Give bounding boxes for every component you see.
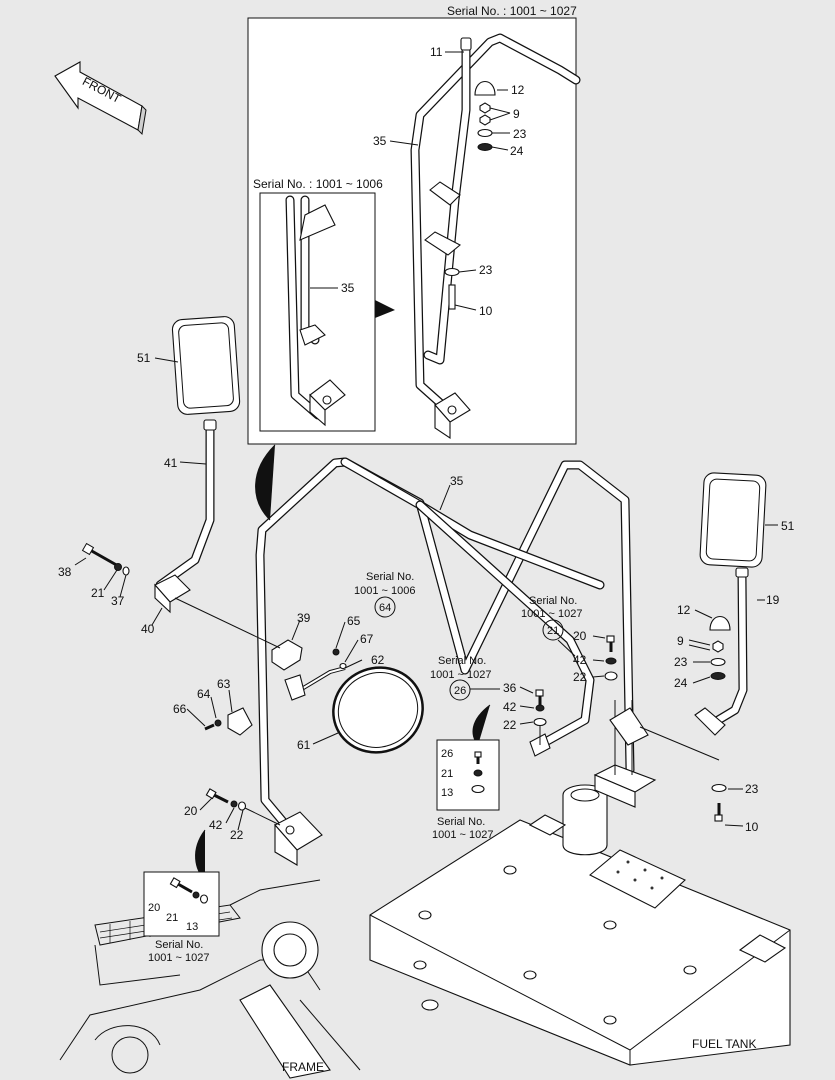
part-9-right: 9 <box>677 634 684 648</box>
circle-21 <box>542 619 564 641</box>
left-mirror-assembly <box>81 316 303 671</box>
part-36: 36 <box>503 681 517 695</box>
detail-box-mid: 26 21 13 Serial No. 1001 ~ 1027 <box>432 739 500 841</box>
detail-leader-top <box>255 444 276 521</box>
circle-26 <box>449 679 471 701</box>
part-12-top: 12 <box>511 83 525 97</box>
serial-64-1: Serial No. <box>366 571 414 583</box>
detail-leader-mid <box>472 704 491 746</box>
part-39: 39 <box>297 611 311 625</box>
serial-26-2: 1001 ~ 1027 <box>430 669 491 681</box>
part-23-right2: 23 <box>745 782 759 796</box>
frame-label: FRAME <box>282 1060 324 1074</box>
part-21-box2: 21 <box>166 912 178 924</box>
part-26-circ: 26 <box>454 685 466 697</box>
front-arrow: FRONT <box>54 61 147 136</box>
part-23-top: 23 <box>513 127 527 141</box>
part-20-mid: 20 <box>573 629 587 643</box>
leader-lines <box>74 51 778 831</box>
detail-box-left: 20 21 13 Serial No. 1001 ~ 1027 <box>143 871 220 964</box>
part-13-box2: 13 <box>186 921 198 933</box>
part-24-right: 24 <box>674 676 688 690</box>
part-51-right: 51 <box>781 519 795 533</box>
part-11: 11 <box>430 45 443 59</box>
part-42-mid: 42 <box>503 700 517 714</box>
part-labels: 11 12 9 23 24 35 35 23 10 51 41 38 21 37… <box>58 45 795 842</box>
circle-64 <box>374 596 396 618</box>
part-23-top2: 23 <box>479 263 493 277</box>
part-61: 61 <box>297 738 311 752</box>
part-35-inner: 35 <box>341 281 355 295</box>
serial-box-b-2: 1001 ~ 1027 <box>148 952 209 964</box>
part-22-right: 22 <box>573 670 587 684</box>
part-40: 40 <box>141 622 155 636</box>
part-22-left: 22 <box>230 828 244 842</box>
part-21-box: 21 <box>441 768 453 780</box>
part-20-box: 20 <box>148 902 160 914</box>
part-67: 67 <box>360 632 374 646</box>
serial-inner-box: Serial No. : 1001 ~ 1006 <box>253 177 383 191</box>
part-22-mid: 22 <box>503 718 517 732</box>
part-21-left: 21 <box>91 586 105 600</box>
right-bolt-group <box>604 635 618 681</box>
part-64: 64 <box>197 687 211 701</box>
guard-frame-35 <box>255 457 657 866</box>
part-64-circ: 64 <box>379 602 391 614</box>
detail-box-top: Serial No. : 1001 ~ 1027 Serial No. : 10… <box>247 4 581 445</box>
left-base-bolts <box>205 788 281 826</box>
part-21-circ: 21 <box>547 625 559 637</box>
right-mirror-assembly <box>639 472 767 822</box>
part-38: 38 <box>58 565 72 579</box>
part-35-main: 35 <box>450 474 464 488</box>
part-66: 66 <box>173 702 187 716</box>
part-10-top: 10 <box>479 304 493 318</box>
part-9-top: 9 <box>513 107 520 121</box>
part-19: 19 <box>766 593 780 607</box>
fuel-tank-label: FUEL TANK <box>692 1037 756 1051</box>
serial-box-b-1: Serial No. <box>155 939 203 951</box>
part-62: 62 <box>371 653 385 667</box>
part-41: 41 <box>164 456 178 470</box>
part-13-box: 13 <box>441 787 453 799</box>
part-63: 63 <box>217 677 231 691</box>
part-65: 65 <box>347 614 361 628</box>
part-23-right: 23 <box>674 655 688 669</box>
serial-box-a-2: 1001 ~ 1027 <box>432 829 493 841</box>
serial-box-a-1: Serial No. <box>437 816 485 828</box>
part-10-right: 10 <box>745 820 759 834</box>
part-37: 37 <box>111 594 125 608</box>
part-26-box: 26 <box>441 748 453 760</box>
round-mirror-61 <box>204 648 424 754</box>
serial-26-1: Serial No. <box>438 655 486 667</box>
part-42-left: 42 <box>209 818 223 832</box>
part-12-right: 12 <box>677 603 691 617</box>
serial-21-1: Serial No. <box>529 595 577 607</box>
serial-21-2: 1001 ~ 1027 <box>521 608 582 620</box>
serial-top-box: Serial No. : 1001 ~ 1027 <box>447 4 577 18</box>
serial-64-2: 1001 ~ 1006 <box>354 585 415 597</box>
part-51-left: 51 <box>137 351 151 365</box>
mid-bolt-group <box>533 689 547 745</box>
part-24-top: 24 <box>510 144 524 158</box>
part-42-right: 42 <box>573 653 587 667</box>
part-20-left: 20 <box>184 804 198 818</box>
part-35-top: 35 <box>373 134 387 148</box>
